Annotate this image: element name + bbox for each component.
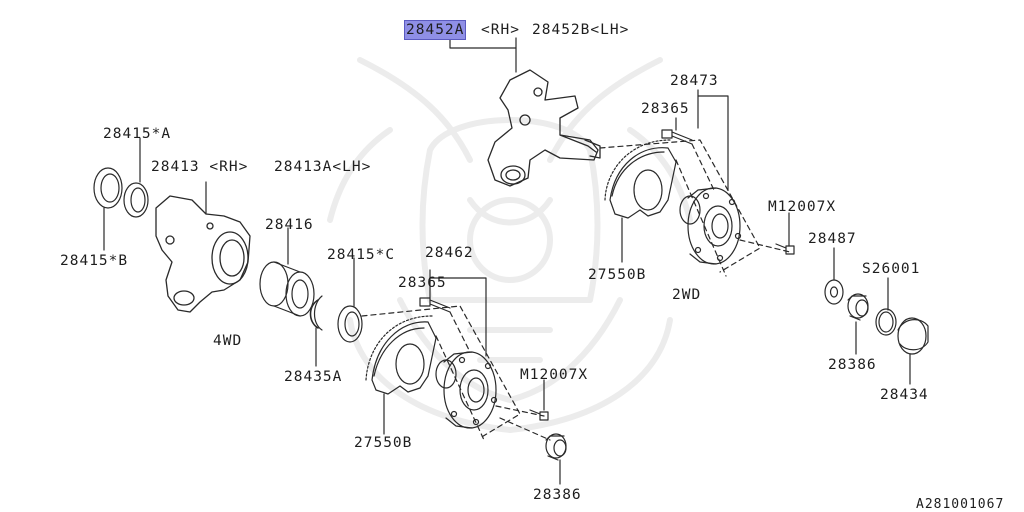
nut-28386-right[interactable] [847, 293, 869, 321]
label-28473[interactable]: 28473 [670, 73, 719, 89]
oil-seal-28415a[interactable] [123, 182, 149, 218]
label-28415c[interactable]: 28415*C [327, 247, 396, 263]
label-27550b-top[interactable]: 27550B [588, 267, 647, 283]
label-2wd: 2WD [672, 287, 702, 303]
hub-cap-28434[interactable] [897, 317, 929, 355]
dashed-assembly-lines-bottom [361, 305, 551, 441]
backing-plate-27550b-bottom[interactable] [365, 315, 437, 395]
document-id: A281001067 [916, 497, 1005, 512]
label-28386-right[interactable]: 28386 [828, 357, 877, 373]
backing-plate-27550b-top[interactable] [604, 139, 677, 219]
label-28452a-side[interactable]: <RH> [481, 22, 520, 38]
leader-lines-top-right [621, 89, 911, 385]
label-28434[interactable]: 28434 [880, 387, 929, 403]
hub-bolt-28365-bottom[interactable] [419, 297, 451, 313]
label-28365-top[interactable]: 28365 [641, 101, 690, 117]
label-27550b-bottom[interactable]: 27550B [354, 435, 413, 451]
label-s26001[interactable]: S26001 [862, 261, 921, 277]
label-m12007x-top[interactable]: M12007X [768, 199, 837, 215]
o-ring-s26001[interactable] [875, 308, 897, 336]
hub-bolt-28365-top[interactable] [661, 129, 693, 145]
label-28452a[interactable]: 28452A [403, 20, 467, 40]
label-28365-bottom[interactable]: 28365 [398, 275, 447, 291]
leader-28452 [449, 37, 517, 73]
label-28415a[interactable]: 28415*A [103, 126, 172, 142]
nut-28386-bottom[interactable] [545, 433, 567, 461]
label-28413[interactable]: 28413 <RH> [151, 159, 249, 175]
steering-knuckle-4wd[interactable] [155, 195, 251, 313]
wheel-bearing-28416[interactable] [259, 261, 315, 317]
oil-seal-28415b[interactable] [93, 167, 123, 209]
leader-lines-left [103, 137, 561, 485]
samurai-helmet-logo [327, 57, 693, 433]
oil-seal-28415c[interactable] [337, 305, 363, 343]
axle-hub-28473[interactable] [679, 187, 742, 265]
label-28416[interactable]: 28416 [265, 217, 314, 233]
label-28452b[interactable]: 28452B<LH> [532, 22, 630, 38]
label-28487[interactable]: 28487 [808, 231, 857, 247]
washer-28487[interactable] [824, 279, 844, 305]
snap-ring-28435a[interactable] [309, 295, 323, 331]
dashed-assembly-lines-top [599, 139, 791, 277]
label-28435a[interactable]: 28435A [284, 369, 343, 385]
label-28415b[interactable]: 28415*B [60, 253, 129, 269]
label-28413a[interactable]: 28413A<LH> [274, 159, 372, 175]
axle-hub-28462[interactable] [435, 351, 498, 429]
label-4wd: 4WD [213, 333, 243, 349]
bolt-m12007x-top[interactable] [775, 243, 795, 255]
label-m12007x-bottom[interactable]: M12007X [520, 367, 589, 383]
bolt-m12007x-bottom[interactable] [529, 409, 549, 421]
label-28386-bottom[interactable]: 28386 [533, 487, 582, 503]
steering-knuckle-2wd[interactable] [487, 69, 601, 187]
label-28462[interactable]: 28462 [425, 245, 474, 261]
